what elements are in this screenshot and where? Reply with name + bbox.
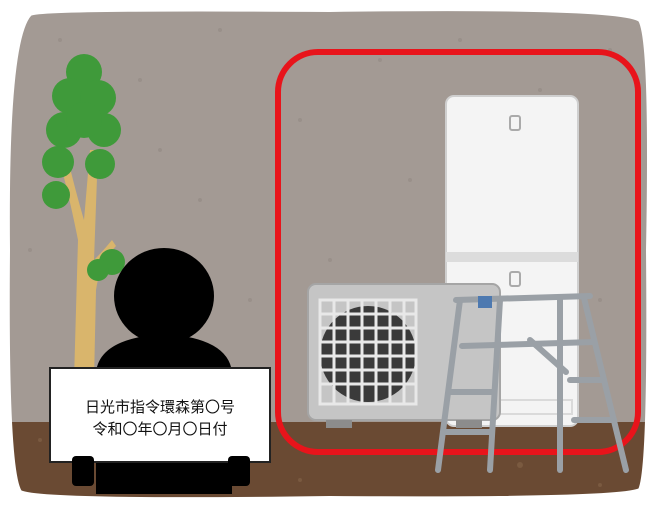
- left-hand: [72, 456, 94, 486]
- right-hand: [228, 456, 250, 486]
- heat-pump-unit-icon: [307, 283, 501, 428]
- sign-board: 日光市指令環森第〇号 令和〇年〇月〇日付: [49, 367, 271, 463]
- tree-icon: [42, 54, 125, 380]
- sign-line-1: 日光市指令環森第〇号: [85, 398, 235, 416]
- stepladder-icon: [435, 293, 629, 473]
- sign-line-2: 令和〇年〇月〇日付: [92, 420, 227, 438]
- highlight-frame: [275, 49, 641, 455]
